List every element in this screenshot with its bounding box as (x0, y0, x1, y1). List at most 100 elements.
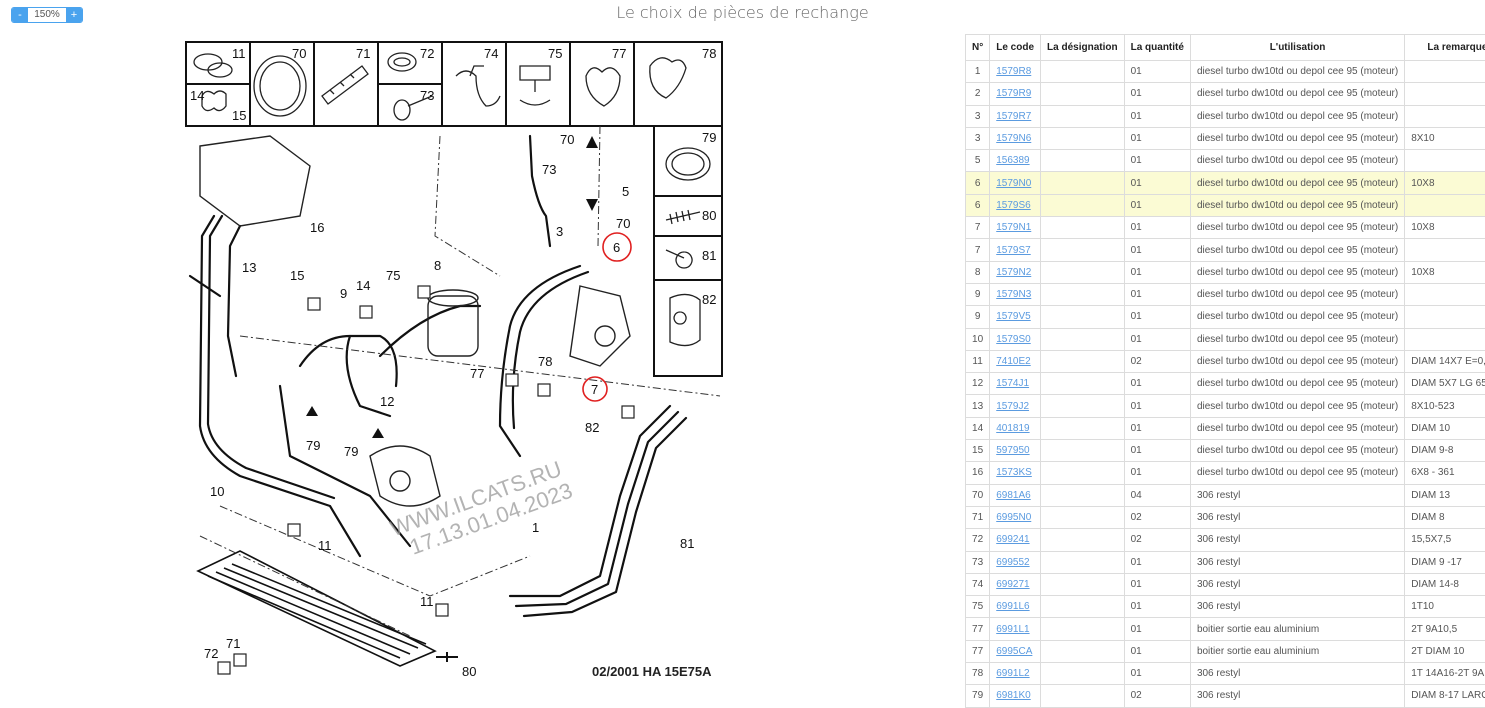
highlight-circles (583, 233, 631, 401)
callout-label: 9 (340, 286, 347, 301)
part-code-link[interactable]: 6981A6 (996, 490, 1030, 501)
part-code-link[interactable]: 1579R9 (996, 88, 1031, 99)
cell-designation (1041, 417, 1125, 439)
cell-designation (1041, 83, 1125, 105)
cell-designation (1041, 261, 1125, 283)
drawing-callouts: 70 73 5 70 3 6 16 13 15 9 14 75 8 12 77 … (204, 132, 694, 691)
part-code-link[interactable]: 156389 (996, 155, 1029, 166)
cell-quantity: 02 (1124, 506, 1190, 528)
part-code-link[interactable]: 1579R8 (996, 66, 1031, 77)
cell-code: 699271 (990, 573, 1041, 595)
cell-remark: DIAM 14X7 E=0,8 (1405, 350, 1485, 372)
cell-number: 73 (966, 551, 990, 573)
part-code-link[interactable]: 1579N3 (996, 289, 1031, 300)
cell-designation (1041, 596, 1125, 618)
part-code-link[interactable]: 401819 (996, 423, 1029, 434)
part-code-link[interactable]: 6981K0 (996, 690, 1030, 701)
cell-number: 75 (966, 596, 990, 618)
callout-label: 81 (680, 536, 694, 551)
part-code-link[interactable]: 6991L1 (996, 624, 1029, 635)
parts-diagram[interactable]: 11 14 15 70 71 72 73 74 75 77 78 79 80 8… (180, 36, 730, 691)
part-code-link[interactable]: 1579S7 (996, 245, 1030, 256)
callout-label: 12 (380, 394, 394, 409)
cell-designation (1041, 640, 1125, 662)
cell-designation (1041, 529, 1125, 551)
part-code-link[interactable]: 1579N0 (996, 178, 1031, 189)
part-glyphs (194, 53, 710, 346)
table-header-row: N° Le code La désignation La quantité L'… (966, 35, 1485, 61)
cell-quantity: 01 (1124, 640, 1190, 662)
part-code-link[interactable]: 1573KS (996, 467, 1032, 478)
cell-code: 6981A6 (990, 484, 1041, 506)
cell-remark: 10X8 (1405, 261, 1485, 283)
cell-remark: 6X8 - 361 (1405, 462, 1485, 484)
part-code-link[interactable]: 6991L6 (996, 601, 1029, 612)
part-code-link[interactable]: 1574J1 (996, 378, 1029, 389)
part-code-link[interactable]: 6995CA (996, 646, 1032, 657)
cell-usage: diesel turbo dw10td ou depol cee 95 (mot… (1190, 283, 1404, 305)
cell-number: 14 (966, 417, 990, 439)
part-code-link[interactable]: 1579N2 (996, 267, 1031, 278)
cell-number: 9 (966, 283, 990, 305)
part-code-link[interactable]: 1579S0 (996, 334, 1030, 345)
part-code-link[interactable]: 597950 (996, 445, 1029, 456)
callout-label: 13 (242, 260, 256, 275)
part-code-link[interactable]: 699552 (996, 557, 1029, 568)
part-code-link[interactable]: 1579J2 (996, 401, 1029, 412)
part-code-link[interactable]: 1579S6 (996, 200, 1030, 211)
cell-remark: 1T10 (1405, 596, 1485, 618)
cell-quantity: 01 (1124, 596, 1190, 618)
part-code-link[interactable]: 1579R7 (996, 111, 1031, 122)
part-code-link[interactable]: 1579V5 (996, 311, 1030, 322)
cell-usage: 306 restyl (1190, 529, 1404, 551)
cell-code: 1579N0 (990, 172, 1041, 194)
cell-number: 16 (966, 462, 990, 484)
part-code-link[interactable]: 6991L2 (996, 668, 1029, 679)
cell-usage: 306 restyl (1190, 506, 1404, 528)
cell-designation (1041, 462, 1125, 484)
callout-label: 73 (542, 162, 556, 177)
cell-number: 3 (966, 127, 990, 149)
part-code-link[interactable]: 1579N1 (996, 222, 1031, 233)
cell-usage: diesel turbo dw10td ou depol cee 95 (mot… (1190, 150, 1404, 172)
cell-number: 7 (966, 217, 990, 239)
cell-remark: DIAM 8 (1405, 506, 1485, 528)
part-code-link[interactable]: 6995N0 (996, 512, 1031, 523)
part-code-link[interactable]: 699241 (996, 534, 1029, 545)
callout-label: 3 (556, 224, 563, 239)
cell-usage: diesel turbo dw10td ou depol cee 95 (mot… (1190, 61, 1404, 83)
part-code-link[interactable]: 7410E2 (996, 356, 1030, 367)
part-code-link[interactable]: 699271 (996, 579, 1029, 590)
part-code-link[interactable]: 1579N6 (996, 133, 1031, 144)
